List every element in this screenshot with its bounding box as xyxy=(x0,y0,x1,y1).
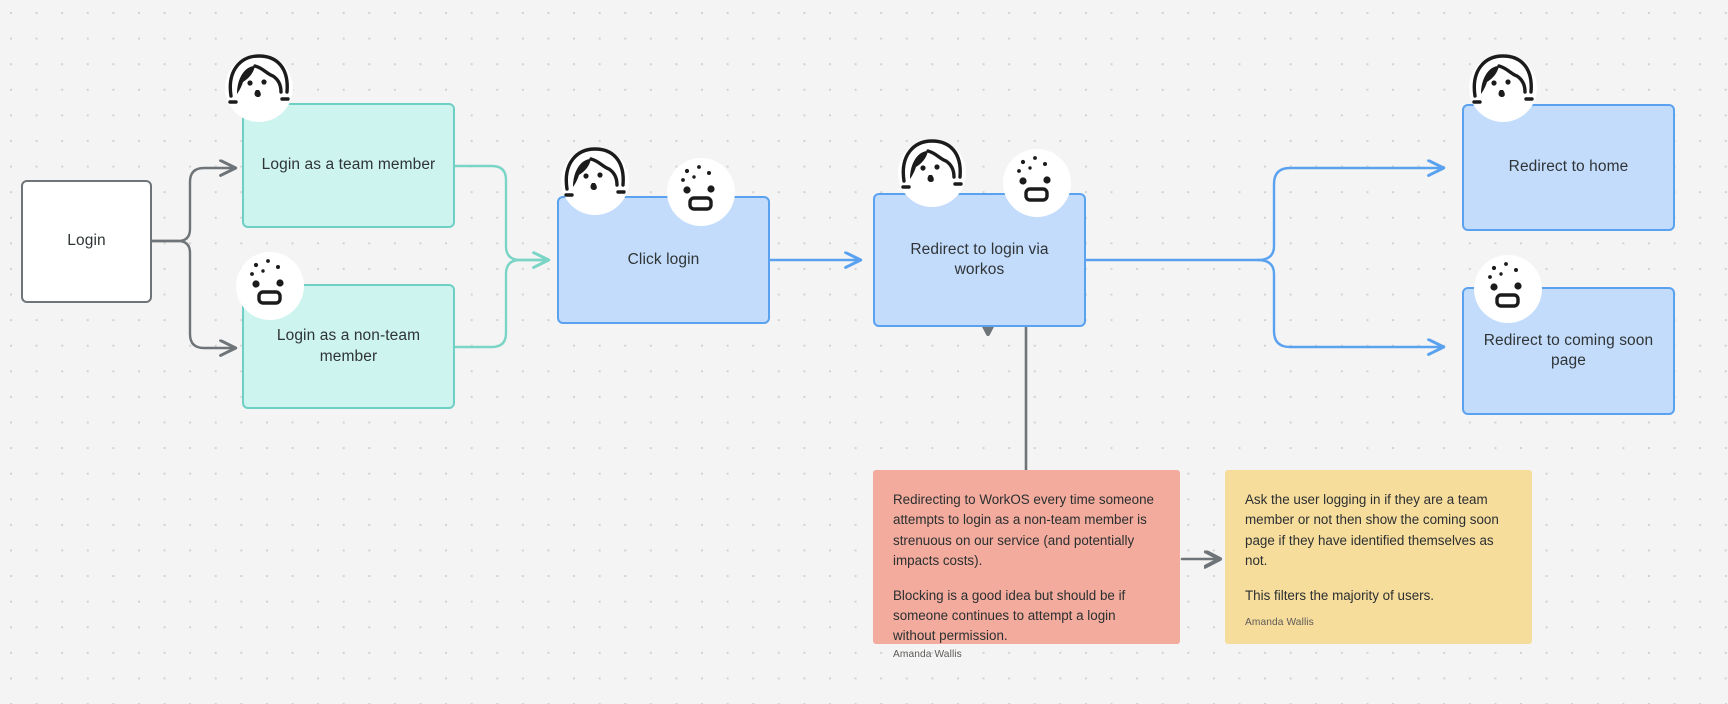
node-login-team-member[interactable]: Login as a team member xyxy=(242,103,455,228)
edge-login-to-team xyxy=(150,168,235,243)
edge-workos-to-home xyxy=(1256,168,1443,262)
sticky-note-concern-body: Redirecting to WorkOS every time someone… xyxy=(893,490,1160,647)
node-login-non-team-member[interactable]: Login as a non-team member xyxy=(242,284,455,409)
avatar-long-hair[interactable] xyxy=(892,133,972,213)
node-redirect-to-home-label: Redirect to home xyxy=(1508,158,1629,176)
sticky-note-concern-paragraph-1: Redirecting to WorkOS every time someone… xyxy=(893,492,1154,569)
node-login[interactable]: Login xyxy=(21,180,152,303)
sticky-note-concern[interactable]: Redirecting to WorkOS every time someone… xyxy=(873,470,1180,660)
node-redirect-to-login-via-workos-label: Redirect to login via workos xyxy=(910,240,1049,278)
sticky-note-concern-paragraph-2: Blocking is a good idea but should be if… xyxy=(893,587,1126,644)
node-login-team-member-label: Login as a team member xyxy=(261,156,436,174)
avatar-long-hair[interactable] xyxy=(1463,48,1543,128)
sticky-note-suggestion-author: Amanda Wallis xyxy=(1245,616,1314,628)
avatar-freckles[interactable] xyxy=(230,246,310,326)
sticky-note-suggestion-paragraph-2: This filters the majority of users. xyxy=(1245,587,1435,603)
edge-login-to-nonteam xyxy=(150,239,235,348)
avatar-long-hair[interactable] xyxy=(555,141,635,221)
edge-workos-to-coming-soon xyxy=(1256,258,1443,347)
node-redirect-to-home[interactable]: Redirect to home xyxy=(1462,104,1675,231)
avatar-long-hair[interactable] xyxy=(219,48,299,128)
node-redirect-to-coming-soon-page-label: Redirect to coming soon page xyxy=(1483,331,1654,369)
sticky-note-suggestion[interactable]: Ask the user logging in if they are a te… xyxy=(1225,470,1532,644)
sticky-note-suggestion-body: Ask the user logging in if they are a te… xyxy=(1245,490,1512,606)
edge-team-to-click xyxy=(453,164,548,260)
node-redirect-to-login-via-workos[interactable]: Redirect to login via workos xyxy=(873,193,1086,327)
node-login-label: Login xyxy=(67,232,106,250)
node-login-non-team-member-label: Login as a non-team member xyxy=(276,327,421,365)
avatar-freckles[interactable] xyxy=(661,152,741,232)
avatar-freckles[interactable] xyxy=(997,143,1077,223)
node-click-login[interactable]: Click login xyxy=(557,196,770,324)
sticky-note-suggestion-paragraph-1: Ask the user logging in if they are a te… xyxy=(1245,492,1499,569)
node-click-login-label: Click login xyxy=(627,250,700,268)
edge-nonteam-to-click xyxy=(453,258,550,349)
avatar-freckles[interactable] xyxy=(1468,249,1548,329)
sticky-note-concern-author: Amanda Wallis xyxy=(893,648,962,660)
